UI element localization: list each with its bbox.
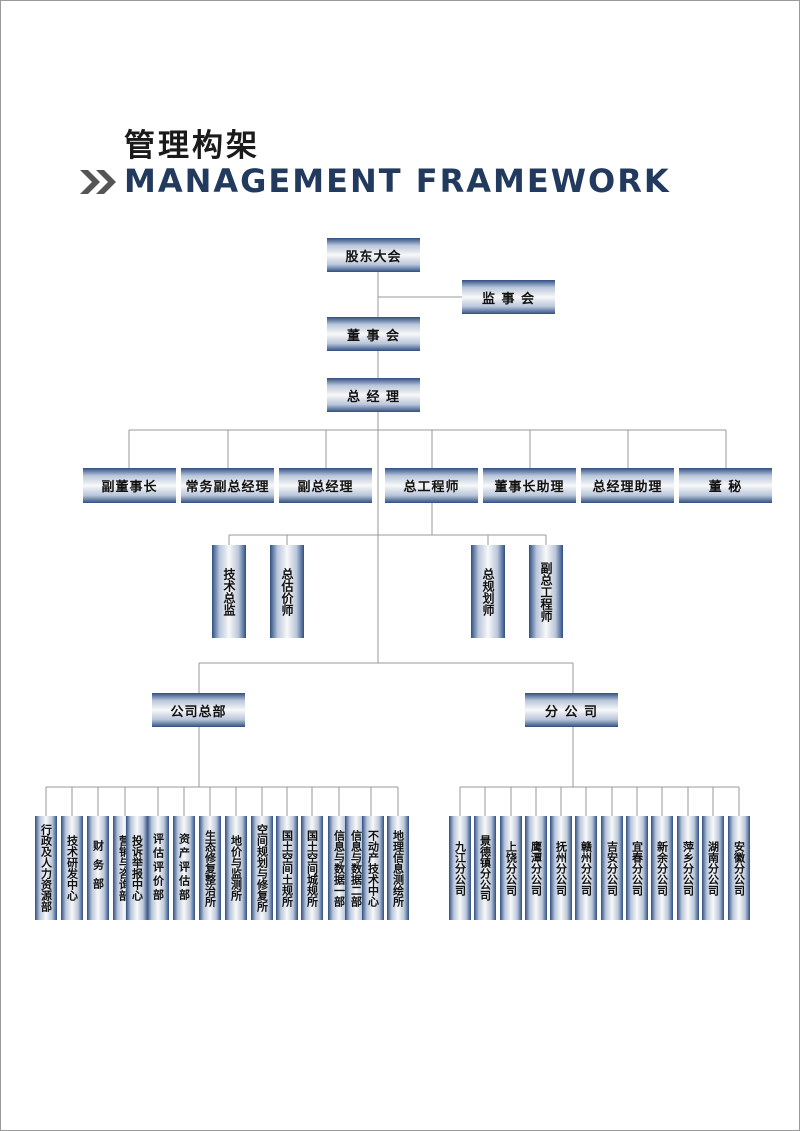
dept-land-planning: 国土空间土规所 — [276, 816, 298, 920]
branch-companies-box: 分 公 司 — [525, 693, 618, 727]
dept-tech-rd-center: 技术研发中心 — [61, 816, 83, 920]
dept-admin-hr: 行政及人力资源部 — [35, 816, 57, 920]
deputy-gm-box: 副总经理 — [279, 468, 372, 503]
branch-jian: 吉安分公司 — [601, 816, 623, 920]
technical-director-box: 技术总监 — [212, 545, 246, 638]
branch-hunan: 湖南分公司 — [702, 816, 724, 920]
chief-engineer-box: 总工程师 — [385, 468, 478, 503]
branch-jiujiang: 九江分公司 — [449, 816, 471, 920]
branch-jingdezhen: 景德镇分公司 — [474, 816, 496, 920]
dept-real-estate-tech: 不动产技术中心 — [362, 816, 384, 920]
executive-deputy-gm-box: 常务副总经理 — [181, 468, 274, 503]
double-chevron-icon — [80, 170, 116, 194]
page-title-english: MANAGEMENT FRAMEWORK — [124, 162, 671, 200]
dept-assessment-evaluation: 评估评价部 — [147, 816, 169, 920]
branch-shangrao: 上饶分公司 — [500, 816, 522, 920]
branch-fuzhou: 抚州分公司 — [550, 816, 572, 920]
chief-appraiser-box: 总估价师 — [270, 545, 304, 638]
dept-asset-appraisal: 资产评估部 — [173, 816, 195, 920]
branch-pingxiang: 萍乡分公司 — [677, 816, 699, 920]
branch-ganzhou: 赣州分公司 — [575, 816, 597, 920]
page-title-chinese: 管理构架 — [124, 128, 260, 164]
dept-urban-planning: 国土空间城规所 — [301, 816, 323, 920]
branch-xinyu: 新余分公司 — [651, 816, 673, 920]
dept-land-price-monitoring: 地价与监测所 — [225, 816, 247, 920]
dept-spatial-planning: 空间规划与修复所 — [251, 816, 273, 920]
branch-yichun: 宜春分公司 — [626, 816, 648, 920]
dept-geo-surveying: 地理信息测绘所 — [387, 816, 409, 920]
vice-chairman-box: 副董事长 — [83, 468, 176, 503]
dept-ecological-restoration: 生态修复整治所 — [199, 816, 221, 920]
gm-assistant-box: 总经理助理 — [581, 468, 674, 503]
deputy-chief-engineer-box: 副总工程师 — [529, 545, 563, 638]
dept-finance: 财务部 — [87, 816, 109, 920]
general-manager-box: 总 经 理 — [327, 378, 420, 412]
dept-data-two: 信息与数据二部 — [345, 816, 367, 920]
dept-data-one: 信息与数据一部 — [328, 816, 350, 920]
shareholders-meeting-box: 股东大会 — [327, 238, 420, 272]
supervisory-board-box: 监 事 会 — [462, 280, 555, 314]
headquarters-box: 公司总部 — [152, 693, 245, 727]
dept-complaints-center: 投诉举报中心 — [126, 816, 148, 920]
board-of-directors-box: 董 事 会 — [327, 317, 420, 351]
branch-anhui: 安徽分公司 — [728, 816, 750, 920]
branch-yingtan: 鹰潭分公司 — [525, 816, 547, 920]
chief-planner-box: 总规划师 — [471, 545, 505, 638]
chairman-assistant-box: 董事长助理 — [483, 468, 576, 503]
board-secretary-box: 董 秘 — [679, 468, 772, 503]
